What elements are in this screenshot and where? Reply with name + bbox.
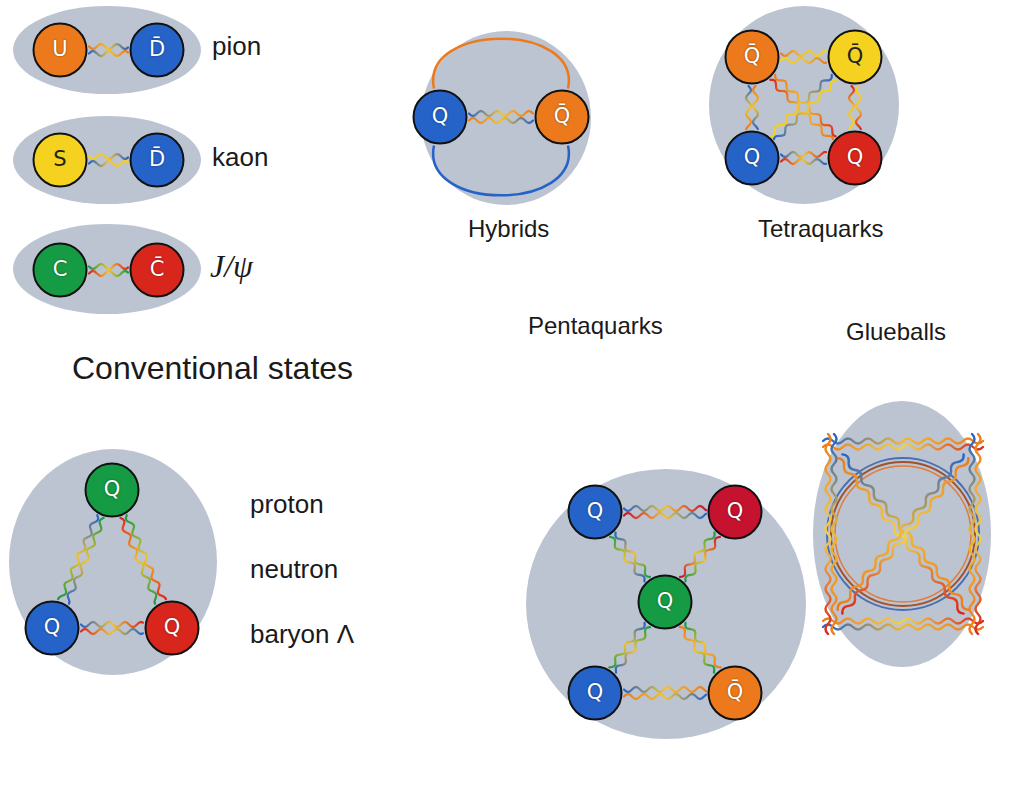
quark-circle: Q: [84, 462, 140, 518]
cloud-fill: [709, 6, 899, 204]
quark-fill: [639, 576, 692, 629]
hadron-cloud: J/ψCC̄: [12, 223, 202, 315]
quark-fill: [726, 31, 779, 84]
quark-letter: Q: [104, 477, 121, 502]
cloud-outline: [812, 400, 992, 668]
hadron-cloud: kaonSD̄: [12, 115, 202, 205]
quark-letter: C: [53, 257, 68, 282]
quark-letter: Q: [847, 145, 864, 170]
quark-fill: [569, 486, 622, 539]
state-label: baryon Λ: [250, 620, 354, 650]
quark-fill: [26, 602, 79, 655]
quark-fill: [536, 91, 589, 144]
quark-letter: Q: [587, 680, 604, 705]
quark-fill: [131, 134, 184, 187]
quark-circle: Q̄: [534, 89, 590, 145]
cloud-fill: [421, 31, 591, 205]
state-label: neutron: [250, 555, 338, 585]
hadron-cloud: HybridsQQ̄: [420, 30, 592, 206]
state-label: Hybrids: [468, 215, 549, 243]
quark-letter: Q: [587, 499, 604, 524]
quark-circle: Q̄: [707, 665, 763, 721]
cloud-fill: [9, 449, 217, 675]
state-label: Tetraquarks: [758, 215, 883, 243]
quark-fill: [709, 667, 762, 720]
quark-fill: [34, 24, 87, 77]
state-label: proton: [250, 490, 324, 520]
quark-circle: D̄: [129, 22, 185, 78]
quark-fill: [569, 667, 622, 720]
hadron-cloud: protonneutronbaryon ΛQQQ: [8, 448, 218, 676]
quark-fill: [34, 134, 87, 187]
quark-letter: Q: [657, 589, 674, 614]
quark-circle: Q: [144, 600, 200, 656]
quark-circle: Q: [567, 484, 623, 540]
quark-fill: [131, 244, 184, 297]
quark-fill: [414, 91, 467, 144]
quark-letter: C̄: [150, 257, 165, 282]
state-label: Glueballs: [846, 318, 946, 346]
quark-fill: [829, 31, 882, 84]
hadron-cloud: TetraquarksQ̄Q̄QQ: [708, 5, 900, 205]
quark-letter: S: [53, 147, 66, 172]
hadron-cloud: pionUD̄: [12, 5, 202, 95]
quark-fill: [131, 24, 184, 77]
state-label: Pentaquarks: [528, 312, 663, 340]
hadron-cloud: Glueballs: [812, 400, 992, 668]
cloud-fill: [813, 401, 991, 667]
group-caption: Conventional states: [72, 350, 353, 387]
quark-circle: Q: [724, 130, 780, 186]
quark-circle: U: [32, 22, 88, 78]
hadron-cloud: PentaquarksQQQQQ̄: [525, 468, 807, 740]
quark-letter: Q: [744, 145, 761, 170]
quark-letter: Q̄: [727, 680, 744, 705]
quark-fill: [709, 486, 762, 539]
quark-circle: C̄: [129, 242, 185, 298]
quark-circle: D̄: [129, 132, 185, 188]
state-label: J/ψ: [210, 248, 253, 285]
quark-circle: Q: [707, 484, 763, 540]
quark-fill: [146, 602, 199, 655]
quark-circle: C: [32, 242, 88, 298]
quark-letter: Q: [44, 615, 61, 640]
quark-letter: Q̄: [554, 104, 571, 129]
quark-letter: D̄: [149, 37, 165, 62]
state-label: kaon: [212, 143, 268, 173]
quark-letter: U: [52, 37, 67, 62]
quark-circle: Q: [567, 665, 623, 721]
quark-circle: Q: [412, 89, 468, 145]
quark-fill: [829, 132, 882, 185]
quark-fill: [86, 464, 139, 517]
quark-fill: [34, 244, 87, 297]
cloud-fill: [13, 6, 201, 94]
state-label: pion: [212, 32, 261, 62]
quark-circle: Q̄: [724, 29, 780, 85]
quark-letter: Q̄: [847, 44, 864, 69]
quark-circle: S: [32, 132, 88, 188]
quark-circle: Q: [637, 574, 693, 630]
quark-circle: Q: [827, 130, 883, 186]
cloud-fill: [13, 224, 201, 314]
quark-circle: Q: [24, 600, 80, 656]
quark-letter: Q: [164, 615, 181, 640]
cloud-fill: [13, 116, 201, 204]
quark-letter: Q̄: [744, 44, 761, 69]
quark-circle: Q̄: [827, 29, 883, 85]
quark-letter: Q: [727, 499, 744, 524]
cloud-fill: [526, 469, 806, 739]
quark-fill: [726, 132, 779, 185]
quark-letter: Q: [432, 104, 449, 129]
quark-letter: D̄: [149, 147, 165, 172]
